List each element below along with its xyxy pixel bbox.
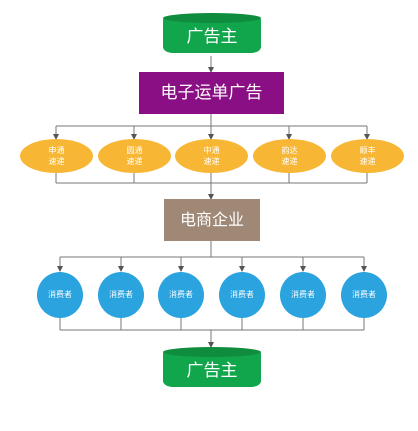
express-ad-node: 电子运单广告 [139, 72, 284, 114]
consumer-node-3: 消费者 [158, 272, 204, 318]
courier-node-1: 申通 速递 [20, 139, 93, 173]
courier-type: 速递 [126, 157, 143, 166]
consumer-node-4: 消费者 [219, 272, 265, 318]
consumer-node-1: 消费者 [37, 272, 83, 318]
courier-name: 中通 [203, 146, 220, 155]
ecommerce-node: 电商企业 [164, 199, 260, 241]
courier-node-2: 圆通 速递 [98, 139, 171, 173]
consumer-node-2: 消费者 [98, 272, 144, 318]
advertiser-bottom-label: 广告主 [186, 361, 238, 381]
courier-name: 顺丰 [359, 146, 376, 155]
courier-node-4: 韵达 速递 [253, 139, 326, 173]
consumer-node-5: 消费者 [280, 272, 326, 318]
courier-type: 速递 [359, 157, 376, 166]
courier-name: 申通 [48, 146, 65, 155]
courier-name: 韵达 [281, 146, 298, 155]
courier-name: 圆通 [126, 146, 143, 155]
courier-type: 速递 [203, 157, 220, 166]
advertiser-top-node: 广告主 [163, 13, 261, 57]
advertiser-bottom-node: 广告主 [163, 347, 261, 391]
courier-type: 速递 [48, 157, 65, 166]
courier-node-3: 中通 速递 [175, 139, 248, 173]
courier-type: 速递 [281, 157, 298, 166]
consumer-node-6: 消费者 [341, 272, 387, 318]
courier-node-5: 顺丰 速递 [331, 139, 404, 173]
advertiser-top-label: 广告主 [186, 27, 238, 47]
